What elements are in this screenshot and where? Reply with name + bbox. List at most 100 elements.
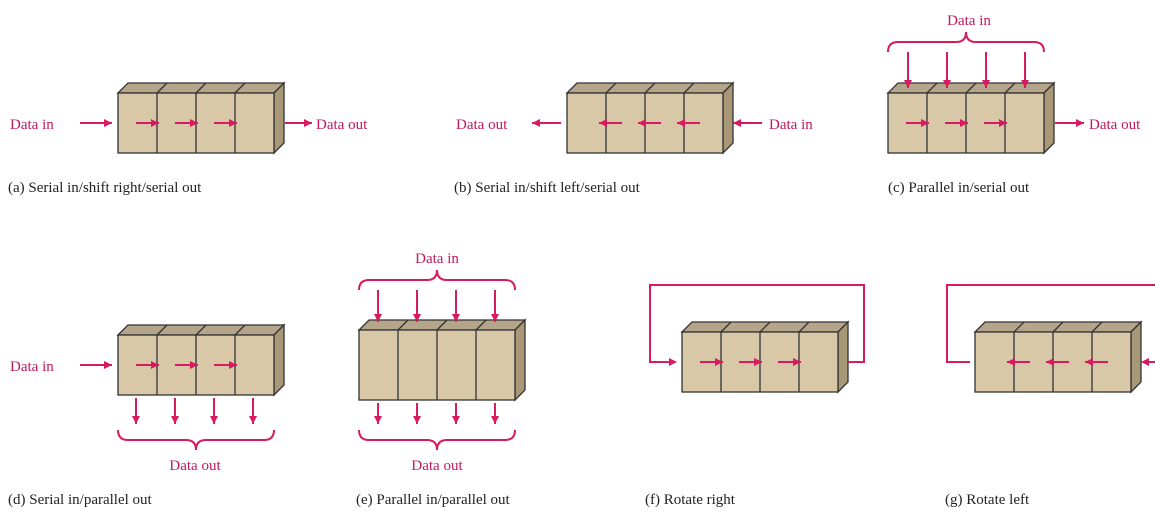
panel-f-register-cell-top-divider	[798, 321, 810, 333]
panel-b-data-in-label: Data in	[769, 117, 813, 133]
panel-e-output-brace	[358, 429, 516, 451]
panel-c-register-side	[1043, 81, 1055, 155]
panel-f-register	[680, 320, 850, 394]
panel-e-parallel-in-arrow-2-head	[413, 314, 421, 322]
panel-e-parallel-out-arrow-2-head	[413, 416, 421, 424]
panel-e-input-brace	[358, 269, 516, 291]
panel-d-output-brace	[117, 429, 275, 451]
panel-d-data-in-label: Data in	[10, 359, 54, 375]
panel-c-data-in-label: Data in	[947, 13, 991, 29]
panel-d-parallel-out-arrow-2-head	[171, 416, 179, 424]
panel-b-register-side	[722, 81, 734, 155]
panel-a-output-arrow-head	[304, 119, 312, 127]
panel-c-register	[886, 81, 1056, 155]
panel-g-register-cell-top-divider	[1052, 321, 1064, 333]
panel-e-register-cell-top-divider	[397, 319, 409, 331]
panel-g-register-cell-top-divider	[1013, 321, 1025, 333]
panel-e-data-in-label: Data in	[415, 251, 459, 267]
panel-b: Data out Data in (b) Serial in/shift lef…	[454, 117, 813, 196]
panel-e-register-cell-top-divider	[475, 319, 487, 331]
panel-f-shift-arrow-3-head	[793, 358, 801, 366]
panel-c-parallel-in-arrow-3-head	[982, 80, 990, 88]
panel-e-parallel-in-arrow-4-head	[491, 314, 499, 322]
panel-d-register-cell-top-divider	[195, 324, 207, 336]
panel-a-input-arrow-head	[104, 119, 112, 127]
panel-d-parallel-out-arrow-1-head	[132, 416, 140, 424]
panel-g-shift-arrow-1-head	[1085, 358, 1093, 366]
panel-d-parallel-out-arrow-3-head	[210, 416, 218, 424]
panel-c-caption: (c) Parallel in/serial out	[888, 180, 1030, 196]
panel-b-data-out-label: Data out	[456, 117, 508, 133]
panel-e-parallel-out-arrow-3-head	[452, 416, 460, 424]
panel-g: (g) Rotate left	[945, 492, 1030, 508]
panel-a: Data in Data out (a) Serial in/shift rig…	[8, 117, 368, 196]
panel-g-caption: (g) Rotate left	[945, 492, 1030, 508]
panel-d-shift-arrow-1-head	[151, 361, 159, 369]
panel-a-register-cell-top-divider	[156, 82, 168, 94]
panel-d-shift-arrow-2-head	[190, 361, 198, 369]
panel-a-data-out-label: Data out	[316, 117, 368, 133]
panel-d: Data in Data out (d) Serial in/parallel …	[8, 359, 221, 508]
panel-b-caption: (b) Serial in/shift left/serial out	[454, 180, 641, 196]
panel-b-register-cell-top-divider	[605, 82, 617, 94]
panel-e-register-cell-top-divider	[436, 319, 448, 331]
panel-d-register-cell-top-divider	[156, 324, 168, 336]
panel-a-shift-arrow-1-head	[151, 119, 159, 127]
panel-g-register	[973, 320, 1143, 394]
panel-c-parallel-in-arrow-1-head	[904, 80, 912, 88]
panel-g-register-cell-top-divider	[1091, 321, 1103, 333]
panel-f: (f) Rotate right	[645, 492, 736, 508]
panel-c-shift-arrow-3-head	[999, 119, 1007, 127]
panel-f-register-cell-top-divider	[720, 321, 732, 333]
panel-b-output-arrow-head	[532, 119, 540, 127]
panel-d-caption: (d) Serial in/parallel out	[8, 492, 153, 508]
panel-e-register	[357, 318, 527, 402]
panel-b-register-cell-top-divider	[644, 82, 656, 94]
panel-a-shift-arrow-2-head	[190, 119, 198, 127]
panel-f-feedback-loop-head	[669, 358, 677, 366]
panel-f-register-cell-top-divider	[759, 321, 771, 333]
panel-f-feedback-loop	[649, 284, 865, 363]
panel-d-register-cell-top-divider	[234, 324, 246, 336]
panel-c-register-cell-top-divider	[1004, 82, 1016, 94]
panel-f-shift-arrow-2-head	[754, 358, 762, 366]
panel-c-shift-arrow-2-head	[960, 119, 968, 127]
panel-d-shift-arrow-3-head	[229, 361, 237, 369]
panel-a-register-cell-top-divider	[234, 82, 246, 94]
panel-e-parallel-in-arrow-1-head	[374, 314, 382, 322]
panel-d-register-side	[273, 323, 285, 397]
panel-a-shift-arrow-3-head	[229, 119, 237, 127]
panel-b-register-cell-top-divider	[683, 82, 695, 94]
panel-a-register-cell-top-divider	[195, 82, 207, 94]
panel-e-register-side	[514, 318, 526, 402]
panel-e: Data in Data out (e) Parallel in/paralle…	[356, 251, 511, 508]
panel-b-shift-arrow-1-head	[677, 119, 685, 127]
panel-a-data-in-label: Data in	[10, 117, 54, 133]
panel-c-shift-arrow-1-head	[921, 119, 929, 127]
panel-d-parallel-out-arrow-4-head	[249, 416, 257, 424]
panel-b-register	[565, 81, 735, 155]
panel-e-parallel-out-arrow-1-head	[374, 416, 382, 424]
panel-g-register-side	[1130, 320, 1142, 394]
panel-d-data-out-label: Data out	[169, 458, 221, 474]
panel-d-input-arrow-head	[104, 361, 112, 369]
panel-b-shift-arrow-3-head	[599, 119, 607, 127]
panel-c-register-cell-top-divider	[965, 82, 977, 94]
panel-e-parallel-in-arrow-3-head	[452, 314, 460, 322]
panel-g-shift-arrow-3-head	[1007, 358, 1015, 366]
panel-e-caption: (e) Parallel in/parallel out	[356, 492, 511, 508]
panel-a-register-side	[273, 81, 285, 155]
panel-e-parallel-out-arrow-4-head	[491, 416, 499, 424]
panel-c: Data in Data out (c) Parallel in/serial …	[888, 13, 1141, 196]
panel-a-register	[116, 81, 286, 155]
panel-g-feedback-loop-head	[1141, 358, 1149, 366]
panel-b-shift-arrow-2-head	[638, 119, 646, 127]
panel-c-output-arrow-head	[1076, 119, 1084, 127]
panel-f-shift-arrow-1-head	[715, 358, 723, 366]
panel-g-feedback-loop	[946, 284, 1155, 363]
panel-c-parallel-in-arrow-2-head	[943, 80, 951, 88]
panel-f-caption: (f) Rotate right	[645, 492, 736, 508]
panel-d-register	[116, 323, 286, 397]
panel-c-parallel-in-arrow-4-head	[1021, 80, 1029, 88]
